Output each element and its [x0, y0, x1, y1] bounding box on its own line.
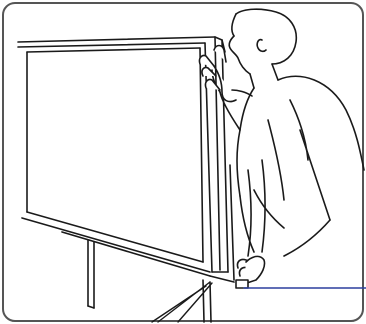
cable-lines-icon	[151, 281, 213, 323]
person-icon	[211, 8, 365, 257]
tv-screen-icon	[17, 36, 235, 283]
hands-icon	[198, 44, 237, 103]
lower-hand-icon	[235, 255, 266, 289]
tv-stand-icon	[87, 239, 212, 323]
